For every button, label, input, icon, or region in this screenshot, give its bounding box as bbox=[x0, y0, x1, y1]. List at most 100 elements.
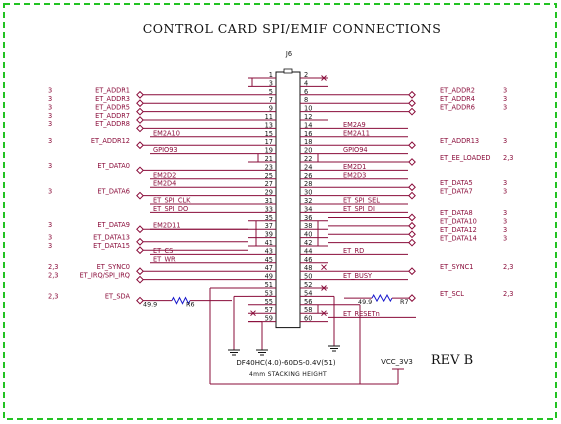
left-net-label: ET_SPI_CLK bbox=[153, 197, 191, 205]
left-port-label: ET_DATA9 bbox=[97, 221, 130, 229]
right-port-page-ref: 2,3 bbox=[503, 263, 514, 271]
offpage-connector bbox=[408, 238, 416, 247]
pin-number-odd: 25 bbox=[265, 172, 273, 180]
left-port-label: ET_SYNC0 bbox=[97, 263, 130, 271]
pin-number-even: 14 bbox=[304, 121, 312, 129]
pin-number-even: 32 bbox=[304, 197, 312, 205]
left-port-page-ref: 3 bbox=[48, 187, 52, 195]
pin-number-even: 54 bbox=[304, 289, 312, 297]
pin-number-odd: 27 bbox=[265, 180, 273, 188]
pin-number-odd: 47 bbox=[265, 264, 273, 272]
pin-number-odd: 5 bbox=[269, 88, 273, 96]
left-port-label: ET_IRQ/SPI_IRQ bbox=[79, 271, 130, 279]
left-port-label: ET_ADDR3 bbox=[95, 95, 130, 103]
left-port-label: ET_ADDR5 bbox=[95, 103, 130, 111]
offpage-connector bbox=[136, 124, 144, 133]
power-rail-label: VCC_3V3 bbox=[381, 358, 413, 366]
right-port-page-ref: 3 bbox=[503, 218, 507, 226]
offpage-connector bbox=[408, 141, 416, 150]
pin-number-odd: 37 bbox=[265, 222, 273, 230]
offpage-connector bbox=[408, 107, 416, 116]
pin-number-even: 58 bbox=[304, 306, 312, 314]
no-connect-mark bbox=[250, 310, 256, 317]
pin-number-odd: 55 bbox=[265, 298, 273, 306]
left-port-label: ET_DATA0 bbox=[97, 162, 130, 170]
right-port-label: ET_DATA7 bbox=[440, 187, 473, 195]
pin-number-even: 52 bbox=[304, 281, 312, 289]
pin-number-odd: 31 bbox=[265, 197, 273, 205]
pin-number-even: 46 bbox=[304, 256, 312, 264]
right-net-label: ET_BUSY bbox=[343, 272, 373, 280]
left-port-page-ref: 3 bbox=[48, 103, 52, 111]
right-port-label: ET_DATA8 bbox=[440, 209, 473, 217]
left-port-page-ref: 2,3 bbox=[48, 263, 59, 271]
offpage-connector bbox=[408, 99, 416, 108]
right-port-page-ref: 2,3 bbox=[503, 154, 514, 162]
pin-number-even: 36 bbox=[304, 214, 312, 222]
left-port-label: ET_DATA15 bbox=[93, 242, 130, 250]
left-net-label: GPIO93 bbox=[153, 146, 178, 154]
pin-number-even: 40 bbox=[304, 231, 312, 239]
left-port-label: ET_ADDR7 bbox=[95, 112, 130, 120]
left-port-page-ref: 3 bbox=[48, 95, 52, 103]
right-net-label: EM2A11 bbox=[343, 129, 370, 137]
pin-number-even: 28 bbox=[304, 180, 312, 188]
pin-number-even: 48 bbox=[304, 264, 312, 272]
sheet-title: CONTROL CARD SPI/EMIF CONNECTIONS bbox=[143, 21, 442, 36]
resistor-r7 bbox=[371, 294, 393, 303]
right-net-label: GPIO94 bbox=[343, 146, 368, 154]
right-net-label: ET_SPI_SEL bbox=[343, 197, 380, 205]
offpage-connector bbox=[136, 116, 144, 124]
offpage-connector bbox=[136, 141, 144, 150]
right-net-label: EM2D1 bbox=[343, 163, 366, 171]
right-net-label: ET_RD bbox=[343, 247, 364, 255]
offpage-connector bbox=[136, 166, 144, 175]
right-port-page-ref: 3 bbox=[503, 95, 507, 103]
left-port-label: ET_DATA13 bbox=[93, 234, 130, 242]
connector-part-number: DF40HC(4.0)-60DS-0.4V(51) bbox=[236, 359, 335, 367]
pin-number-even: 42 bbox=[304, 239, 312, 247]
pin-number-odd: 35 bbox=[265, 214, 273, 222]
offpage-connector bbox=[136, 191, 144, 200]
right-net-label: EM2A9 bbox=[343, 121, 366, 129]
pin-number-even: 60 bbox=[304, 315, 312, 323]
left-port-page-ref: 3 bbox=[48, 221, 52, 229]
pin-number-odd: 39 bbox=[265, 231, 273, 239]
pin-number-even: 4 bbox=[304, 79, 308, 87]
left-net-label: EM2A10 bbox=[153, 129, 180, 137]
offpage-connector bbox=[408, 213, 416, 222]
offpage-connector bbox=[408, 90, 416, 99]
no-connect-mark bbox=[321, 264, 327, 271]
pin-number-odd: 29 bbox=[265, 189, 273, 197]
left-port-page-ref: 3 bbox=[48, 242, 52, 250]
pin-number-odd: 41 bbox=[265, 239, 273, 247]
sheet-frame bbox=[3, 3, 557, 420]
pin-number-odd: 19 bbox=[265, 147, 273, 155]
right-port-page-ref: 3 bbox=[503, 234, 507, 242]
pin-number-odd: 57 bbox=[265, 306, 273, 314]
pin-number-even: 18 bbox=[304, 138, 312, 146]
pin-number-odd: 17 bbox=[265, 138, 273, 146]
right-port-label: ET_SYNC1 bbox=[440, 263, 473, 271]
left-port-page-ref: 3 bbox=[48, 87, 52, 95]
offpage-connector bbox=[408, 183, 416, 192]
pin-number-even: 16 bbox=[304, 130, 312, 138]
left-net-label: EM2D4 bbox=[153, 180, 176, 188]
pin-number-odd: 15 bbox=[265, 130, 273, 138]
connector-body bbox=[275, 71, 301, 329]
no-connect-mark bbox=[321, 285, 327, 291]
offpage-connector bbox=[136, 246, 144, 255]
pin-number-even: 30 bbox=[304, 189, 312, 197]
resistor-r6-refdes: R6 bbox=[186, 301, 195, 309]
pin-number-even: 56 bbox=[304, 298, 312, 306]
pin-number-even: 44 bbox=[304, 247, 312, 255]
offpage-connector bbox=[136, 275, 144, 284]
right-port-label: ET_ADDR4 bbox=[440, 95, 475, 103]
pin-number-odd: 51 bbox=[265, 281, 273, 289]
pin-number-odd: 49 bbox=[265, 273, 273, 281]
left-net-label: EM2D2 bbox=[153, 171, 176, 179]
stacking-height-note: 4mm STACKING HEIGHT bbox=[249, 371, 327, 378]
no-connect-mark bbox=[321, 310, 327, 317]
